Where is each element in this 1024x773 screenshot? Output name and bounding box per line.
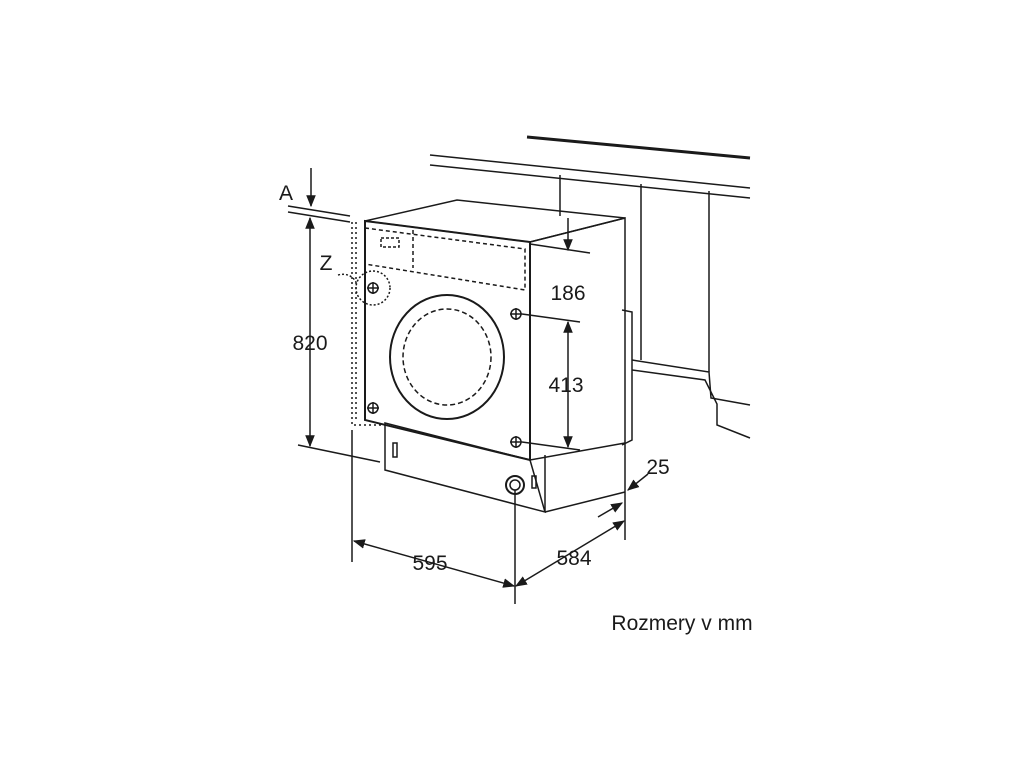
dim-a-ref-2 (287, 211, 351, 223)
machine-top (364, 199, 626, 243)
label-depth-584: 584 (556, 547, 591, 570)
washing-machine (337, 199, 626, 514)
dimension-lines (287, 168, 649, 604)
mount-points (367, 282, 522, 448)
countertop-edge (526, 135, 751, 160)
plinth-lower (631, 369, 751, 439)
dim-25-arrow-left (597, 502, 624, 518)
label-413: 413 (548, 374, 583, 397)
label-a: A (279, 182, 293, 205)
caption: Rozmery v mm (611, 612, 752, 635)
dim-a-ref-1 (287, 205, 351, 217)
label-height-820: 820 (292, 332, 327, 355)
machine-side (529, 217, 626, 461)
label-width-595: 595 (412, 552, 447, 575)
dim-413-ref-top (521, 313, 581, 323)
niche-outline-front (351, 222, 385, 426)
plinth-slot-2 (531, 475, 537, 489)
side-panel-edge (621, 309, 633, 446)
dim-595-line (352, 539, 516, 588)
detail-z-leader (337, 273, 357, 283)
plinth-front (384, 422, 547, 514)
dim-186-ref (529, 243, 591, 254)
plinth-upper (631, 359, 751, 406)
countertop-line-1 (429, 154, 751, 189)
plinth-slot (392, 442, 398, 458)
drain-pump-inner (509, 479, 521, 491)
label-186: 186 (550, 282, 585, 305)
label-z: Z (320, 252, 333, 275)
drawer-handle (380, 237, 400, 248)
door-glass (402, 308, 492, 406)
dim-584-line (514, 520, 626, 587)
control-panel (364, 227, 526, 291)
dim-25-arrow-right (627, 473, 649, 491)
label-25: 25 (646, 456, 669, 479)
cabinet-outline (429, 135, 751, 446)
dim-820-ref-bottom (297, 444, 381, 463)
countertop-line-2 (429, 164, 751, 199)
plinth-bottom-edge (544, 491, 626, 513)
door-outer (389, 294, 505, 420)
dim-413-ref-bottom (521, 441, 581, 451)
